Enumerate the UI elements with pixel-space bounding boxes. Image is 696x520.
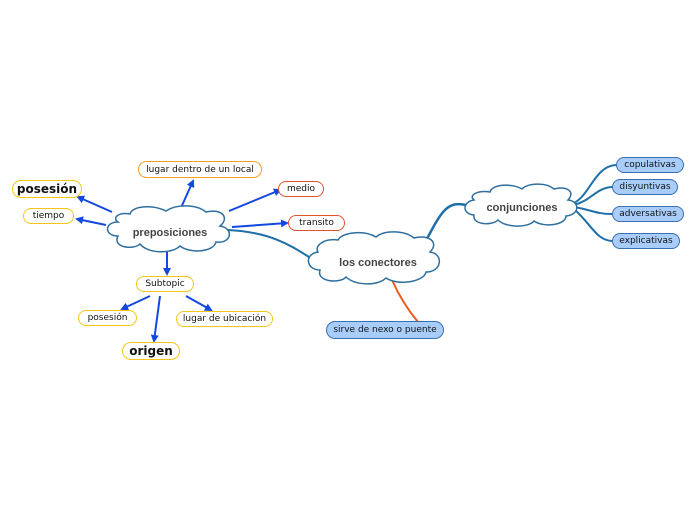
- node-adversativas[interactable]: adversativas: [612, 206, 684, 222]
- arrow-tiempo: [75, 216, 107, 226]
- cloud-preposiciones[interactable]: preposiciones: [106, 205, 230, 253]
- arrow-posesion-small: [120, 295, 151, 311]
- connector-copulativas: [573, 164, 617, 204]
- node-origen[interactable]: origen: [122, 342, 180, 360]
- cloud-center-label: los conectores: [339, 257, 417, 269]
- arrow-medio: [228, 188, 282, 212]
- connector-center-preposiciones: [227, 229, 310, 258]
- arrow-lugar-ubicacion: [185, 295, 213, 311]
- cloud-center[interactable]: los conectores: [307, 231, 440, 285]
- cloud-conjunciones-label: conjunciones: [487, 202, 558, 214]
- node-transito[interactable]: transito: [288, 215, 345, 231]
- connector-adversativas: [573, 206, 613, 215]
- node-tiempo[interactable]: tiempo: [23, 208, 74, 224]
- node-explicativas[interactable]: explicativas: [612, 233, 680, 249]
- node-sirve-de-nexo[interactable]: sirve de nexo o puente: [326, 321, 444, 339]
- node-copulativas[interactable]: copulativas: [616, 157, 684, 173]
- connector-center-nexo: [391, 279, 419, 323]
- arrow-transito: [231, 219, 289, 228]
- cloud-preposiciones-label: preposiciones: [133, 227, 208, 239]
- node-subtopic[interactable]: Subtopic: [136, 276, 194, 292]
- cloud-conjunciones-shape: [464, 183, 578, 227]
- node-medio[interactable]: medio: [278, 181, 324, 197]
- node-lugar-de-ubicacion[interactable]: lugar de ubicación: [176, 311, 273, 327]
- arrow-lugar-local: [179, 179, 195, 211]
- node-disyuntivas[interactable]: disyuntivas: [612, 179, 678, 195]
- node-lugar-dentro-de-un-local[interactable]: lugar dentro de un local: [138, 161, 262, 178]
- arrow-posesion-big: [76, 195, 113, 213]
- cloud-preposiciones-shape: [106, 205, 230, 253]
- cloud-center-shape: [307, 231, 440, 285]
- connector-explicativas: [573, 208, 613, 242]
- cloud-conjunciones[interactable]: conjunciones: [464, 183, 578, 227]
- connector-disyuntivas: [573, 186, 613, 206]
- node-posesion-small[interactable]: posesión: [78, 310, 137, 326]
- arrow-origen: [150, 295, 161, 343]
- node-posesion-big[interactable]: posesión: [12, 180, 82, 198]
